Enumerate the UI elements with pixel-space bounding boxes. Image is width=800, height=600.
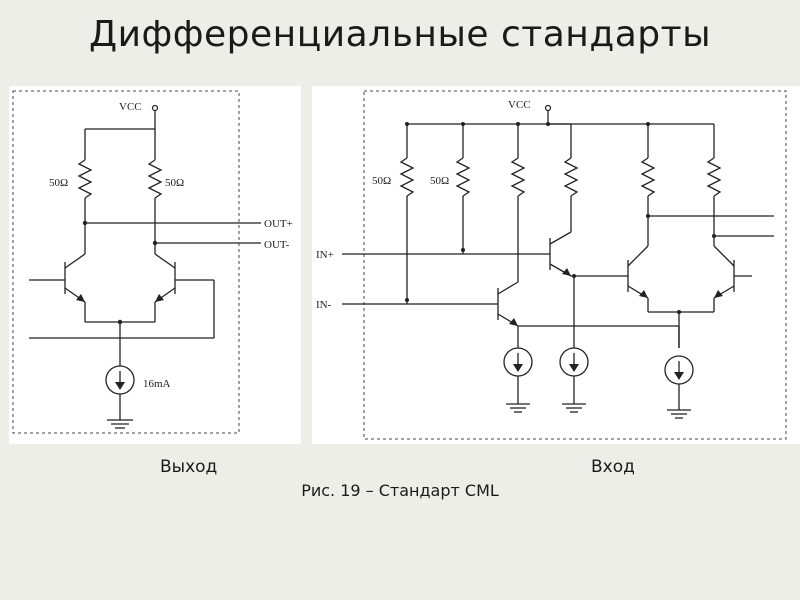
- resistor-r2-label: 50Ω: [430, 175, 449, 187]
- resistor-r6: [706, 124, 722, 246]
- current-source-3: [664, 355, 694, 419]
- transistor-q2: [549, 231, 572, 277]
- output-circuit-panel: VCC 50Ω 50Ω OUT+ OUT- 16mA: [9, 86, 301, 444]
- input-circuit-panel: VCC 50Ω 50Ω IN+: [312, 86, 800, 444]
- resistor-r5: [640, 124, 656, 246]
- out-plus-label: OUT+: [264, 218, 293, 230]
- resistor-r3: [510, 124, 526, 282]
- page-title: Дифференциальные стандарты: [88, 14, 712, 55]
- vcc-label: VCC: [508, 99, 531, 111]
- transistor-q3: [627, 245, 649, 299]
- output-boundary: [12, 90, 240, 434]
- current-source-1: [503, 347, 533, 413]
- output-circuit-diagram: VCC 50Ω 50Ω OUT+ OUT- 16mA: [12, 90, 293, 434]
- ground-symbol: [107, 419, 133, 429]
- in-plus-label: IN+: [316, 249, 334, 261]
- vcc-label: VCC: [119, 101, 142, 113]
- in-minus-label: IN-: [316, 299, 332, 311]
- resistor-r2: [455, 124, 471, 250]
- current-source: [105, 365, 135, 395]
- vcc-terminal: [151, 104, 159, 112]
- current-source-2: [559, 347, 589, 413]
- transistor-q1: [497, 281, 519, 327]
- out-minus-label: OUT-: [264, 239, 290, 251]
- transistor-q4: [713, 245, 752, 299]
- resistor-r1-label: 50Ω: [372, 175, 391, 187]
- input-circuit-diagram: VCC 50Ω 50Ω IN+: [316, 90, 787, 440]
- output-caption: Выход: [160, 457, 218, 477]
- resistor-left-label: 50Ω: [49, 177, 68, 189]
- transistor-left: [29, 253, 86, 303]
- current-label: 16mA: [143, 378, 171, 390]
- resistor-r4: [563, 124, 579, 232]
- resistor-r1: [399, 124, 415, 300]
- figure-caption: Рис. 19 – Стандарт CML: [301, 481, 499, 500]
- resistor-right-label: 50Ω: [165, 177, 184, 189]
- transistor-right: [154, 253, 214, 303]
- resistor-left: [77, 159, 93, 199]
- vcc-terminal: [544, 104, 552, 112]
- input-boundary: [363, 90, 787, 440]
- input-caption: Вход: [591, 457, 635, 477]
- resistor-right: [147, 159, 163, 199]
